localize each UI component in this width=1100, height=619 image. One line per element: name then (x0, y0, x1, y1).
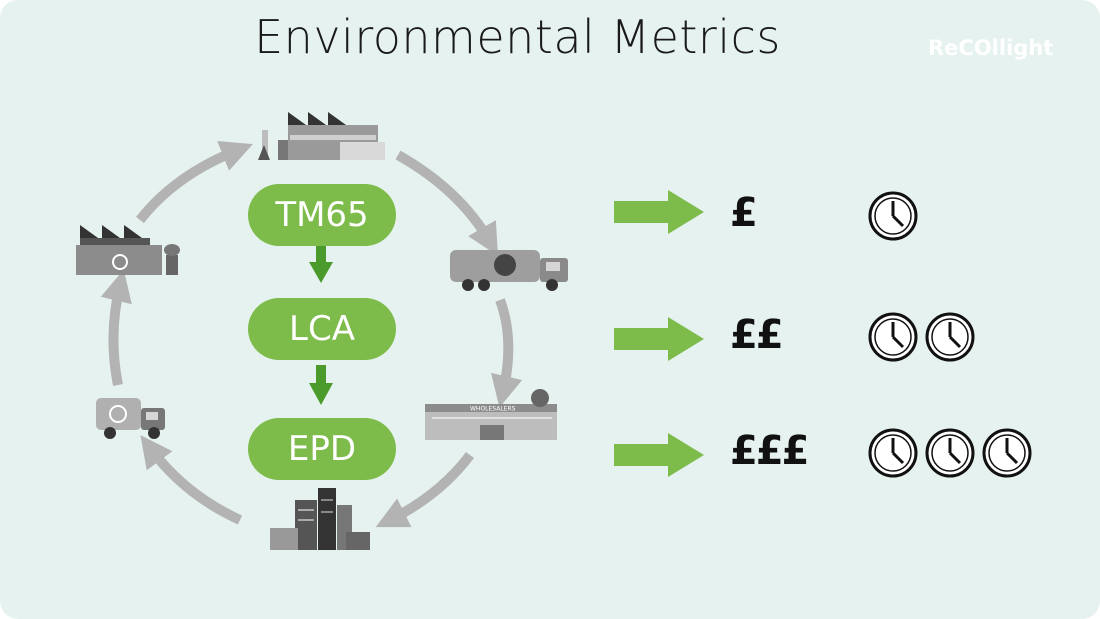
cycle-arrow-buildings-to-recycling-truck (140, 435, 243, 525)
cycle-arrow-recycling-factory-to-factory (136, 141, 253, 224)
stage-lca: LCA (248, 298, 396, 360)
city-buildings-icon (270, 488, 370, 550)
cost-high: £££ (730, 428, 809, 474)
clock-icon (925, 428, 975, 478)
stage-connectors (309, 244, 333, 405)
cost-low: £ (730, 190, 758, 236)
recycling-truck-icon (96, 398, 165, 439)
wholesaler-warehouse-icon: WHOLESALERS (425, 389, 557, 440)
cycle-arrow-factory-to-truck (395, 150, 498, 256)
factory-icon (258, 112, 385, 160)
recycling-factory-icon (76, 225, 180, 275)
cycle-arrow-recycling-truck-to-recycling-factory (100, 269, 132, 386)
connector-lca-to-epd (309, 365, 333, 405)
cycle-arrows (100, 141, 523, 528)
delivery-truck-icon (450, 250, 568, 291)
connector-tm65-to-lca (309, 244, 333, 283)
green-arrow-icon (614, 190, 704, 234)
cycle-arrow-warehouse-to-buildings (375, 451, 474, 528)
stage-epd: EPD (248, 418, 396, 480)
green-arrow-icon (614, 433, 704, 477)
warehouse-sign-text: WHOLESALERS (470, 406, 516, 413)
cycle-arrow-truck-to-warehouse (491, 298, 523, 408)
page-title: Environmental Metrics (254, 10, 781, 64)
clock-icon (982, 428, 1032, 478)
brand-logo: ReCOllight (928, 36, 1054, 60)
time-indicators (868, 191, 1032, 478)
clock-icon (925, 312, 975, 362)
clock-icon (868, 428, 918, 478)
cost-medium: ££ (730, 312, 784, 358)
output-arrows (614, 190, 704, 477)
stage-tm65: TM65 (248, 184, 396, 246)
clock-icon (868, 191, 918, 241)
green-arrow-icon (614, 317, 704, 361)
clock-icon (868, 312, 918, 362)
